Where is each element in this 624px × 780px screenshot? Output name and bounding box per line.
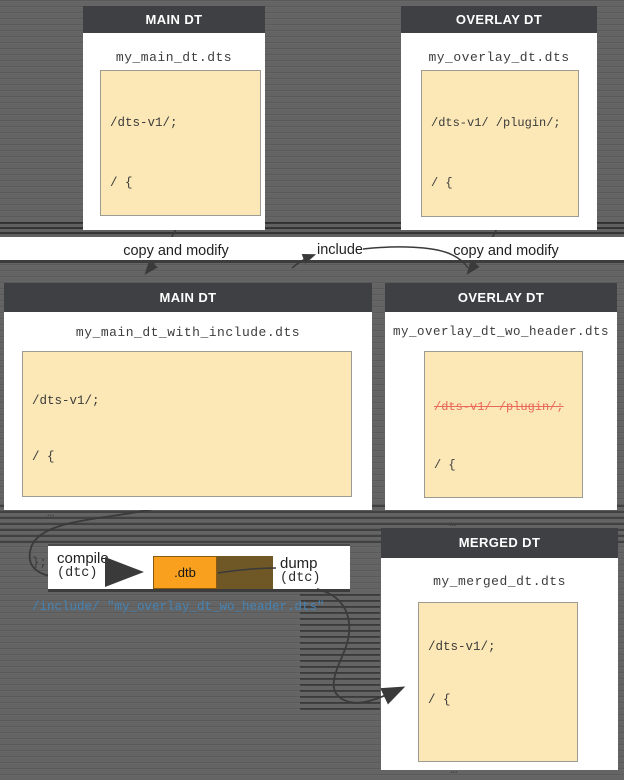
label-dump: dump (dtc) xyxy=(280,556,321,586)
panel-merged-dt: MERGED DT my_merged_dt.dts /dts-v1/; / {… xyxy=(381,528,618,777)
panel-main-dt-top: MAIN DT my_main_dt.dts /dts-v1/; / { … }… xyxy=(83,6,265,310)
filename-main-dt-with-include: my_main_dt_with_include.dts xyxy=(75,325,301,340)
panel-header-main-dt-mid: MAIN DT xyxy=(4,283,372,312)
dtb-shadow-box xyxy=(217,556,273,589)
label-include: include xyxy=(317,242,363,258)
code-line: … xyxy=(450,763,458,777)
panel-overlay-dt-top: OVERLAY DT my_overlay_dt.dts /dts-v1/ /p… xyxy=(401,6,597,310)
panel-title: MERGED DT xyxy=(458,535,541,550)
panel-title: OVERLAY DT xyxy=(455,12,543,27)
code-line: /dts-v1/; xyxy=(32,394,100,408)
code-box-main-dt-with-include: /dts-v1/; / { … }; /include/ "my_overlay… xyxy=(22,351,352,614)
panel-header-overlay-dt-mid: OVERLAY DT xyxy=(385,283,617,312)
code-line: … xyxy=(449,516,457,530)
code-line: … xyxy=(47,506,55,520)
compile-tool-dtc: (dtc) xyxy=(57,566,98,581)
code-box-overlay-dt-wo-header: /dts-v1/ /plugin/; / { … }; xyxy=(424,351,583,588)
label-compile: compile (dtc) xyxy=(57,551,109,581)
code-line: / { xyxy=(434,458,456,472)
panel-header-overlay-dt-top: OVERLAY DT xyxy=(401,6,597,33)
panel-title: MAIN DT xyxy=(159,290,217,305)
dump-word: dump xyxy=(280,555,318,572)
dump-tool-dtc: (dtc) xyxy=(280,571,321,586)
code-line-include: /include/ "my_overlay_dt_wo_header.dts" xyxy=(32,600,325,614)
code-line: /dts-v1/; xyxy=(428,640,496,654)
filename-overlay-dt-top: my_overlay_dt.dts xyxy=(428,50,570,65)
panel-header-main-dt-top: MAIN DT xyxy=(83,6,265,33)
compile-word: compile xyxy=(57,550,109,567)
dtb-file-box: .dtb xyxy=(153,556,217,589)
filename-overlay-dt-wo-header: my_overlay_dt_wo_header.dts xyxy=(392,325,610,339)
code-line-struck: /dts-v1/ /plugin/; xyxy=(434,400,564,414)
label-copy-and-modify-left: copy and modify xyxy=(123,243,229,259)
code-line: /dts-v1/ /plugin/; xyxy=(431,116,561,130)
code-box-merged-dt: /dts-v1/; / { … … }; xyxy=(418,602,578,777)
code-line: / { xyxy=(32,450,55,464)
panel-overlay-dt-wo-header: OVERLAY DT my_overlay_dt_wo_header.dts /… xyxy=(385,283,617,588)
panel-title: OVERLAY DT xyxy=(457,290,545,305)
panel-title: MAIN DT xyxy=(145,12,203,27)
code-box-overlay-dt-top: /dts-v1/ /plugin/; / { … }; xyxy=(421,70,579,310)
filename-merged-dt: my_merged_dt.dts xyxy=(433,574,566,589)
code-line: / { xyxy=(431,176,453,190)
panel-header-merged-dt: MERGED DT xyxy=(381,528,618,558)
code-line: /dts-v1/; xyxy=(110,116,178,130)
filename-main-dt-top: my_main_dt.dts xyxy=(115,50,233,65)
panel-main-dt-with-include: MAIN DT my_main_dt_with_include.dts /dts… xyxy=(4,283,372,614)
code-line: / { xyxy=(428,693,451,707)
code-box-main-dt-top: /dts-v1/; / { … }; xyxy=(100,70,261,310)
label-copy-and-modify-right: copy and modify xyxy=(453,243,559,259)
code-line: / { xyxy=(110,176,133,190)
